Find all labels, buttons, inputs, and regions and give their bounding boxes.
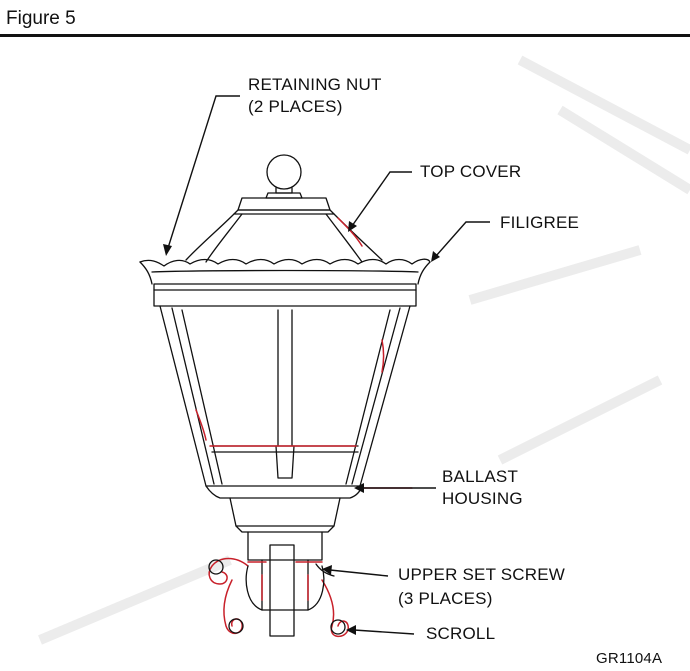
upper-set-screw-label: UPPER SET SCREW: [398, 565, 566, 584]
post-fitter: [247, 531, 335, 637]
drawing-number: GR1104A: [596, 650, 663, 667]
top-cover-label: TOP COVER: [420, 162, 522, 181]
ballast-housing-label: HOUSING: [442, 489, 523, 508]
leader-lines: [163, 95, 490, 635]
upper-set-screw-qty-label: (3 PLACES): [398, 589, 493, 608]
ballast-label: BALLAST: [442, 467, 519, 486]
title-rule: [0, 34, 690, 37]
ballast-housing: [205, 485, 413, 533]
scroll-label: SCROLL: [426, 624, 496, 643]
lantern-body: [159, 305, 411, 487]
finial: [265, 154, 303, 199]
retaining-nut-qty-label: (2 PLACES): [248, 97, 343, 116]
upper-band: [153, 283, 417, 307]
top-cover: [185, 197, 383, 263]
filigree-label: FILIGREE: [500, 213, 580, 232]
scrolls: [208, 557, 349, 638]
watermark: [38, 55, 690, 645]
retaining-nut-label: RETAINING NUT: [248, 75, 382, 94]
filigree: [139, 258, 431, 285]
figure-title: Figure 5: [6, 8, 76, 29]
